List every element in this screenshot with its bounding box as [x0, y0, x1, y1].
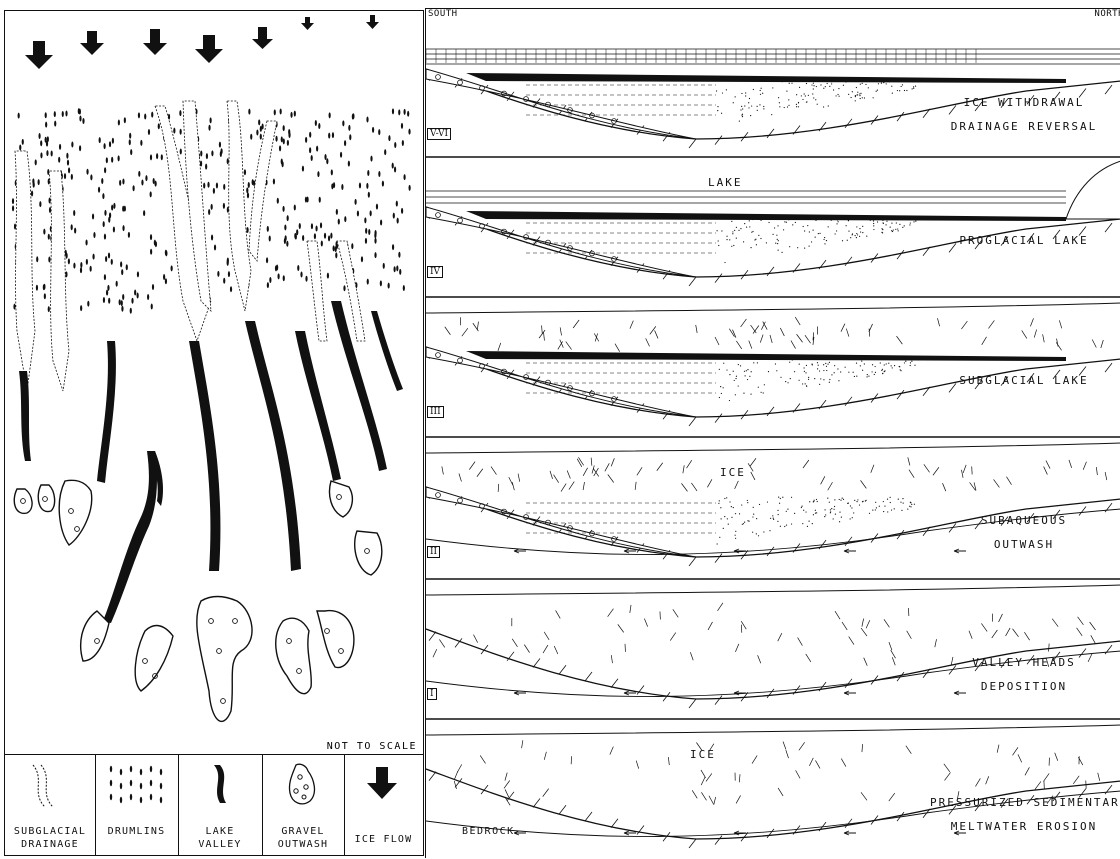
- legend-label-lake-valley: LAKEVALLEY: [178, 825, 262, 851]
- cross-section-panel: [426, 157, 1120, 286]
- ice-flow-arrow: [366, 15, 379, 29]
- panel-label-1: ICE WITHDRAWAL: [930, 96, 1118, 109]
- panel-label-2: DEPOSITION: [930, 680, 1118, 693]
- legend-item-gravel-outwash: GRAVELOUTWASH: [262, 755, 345, 855]
- panel-roman-numeral: V-VI: [427, 128, 451, 140]
- clay-layer: [466, 211, 1066, 221]
- legend-item-drumlins: DRUMLINS: [95, 755, 179, 855]
- map-panel: NOT TO SCALE SUBGLACIALDRAINAGE DRUMLINS…: [4, 10, 424, 856]
- ice-flow-arrow: [252, 27, 273, 49]
- lake-valley: [295, 331, 341, 481]
- lake-valley-icon: [178, 759, 262, 819]
- cross-section-drawing: [426, 9, 1120, 859]
- legend-label-ice-flow: ICE FLOW: [344, 833, 423, 846]
- clay-layer: [466, 351, 1066, 361]
- gravel-deposit: [426, 487, 696, 557]
- lake-valley: [97, 341, 116, 483]
- ice-flow-arrow: [143, 29, 167, 55]
- ice-flow-arrow: [80, 31, 104, 55]
- lake-valley: [103, 451, 157, 623]
- lake-valley: [245, 321, 301, 571]
- panel-label-1: PROGLACIAL LAKE: [930, 234, 1118, 247]
- not-to-scale-label: NOT TO SCALE: [327, 741, 417, 752]
- ice-flow-arrow: [301, 17, 314, 30]
- panel-label-1: PRESSURIZED SEDIMENTARY: [930, 796, 1118, 809]
- panel-inner-label: ICE: [720, 466, 746, 479]
- panel-label-1: VALLEY HEADS: [930, 656, 1118, 669]
- lake-valley: [189, 341, 220, 571]
- panel-label-2: MELTWATER EROSION: [930, 820, 1118, 833]
- lake-valley: [371, 311, 403, 391]
- panel-inner-label: ICE: [690, 748, 716, 761]
- drumlins-icon: [95, 761, 178, 811]
- bedrock-label: BEDROCK: [462, 826, 515, 837]
- cross-section-panel: [426, 297, 1120, 426]
- clay-layer: [466, 73, 1066, 83]
- subglacial-drainage-channels: [15, 101, 365, 391]
- panel-label-1: SUBAQUEOUS: [930, 514, 1118, 527]
- ice-flow-arrows: [25, 15, 379, 69]
- subglacial-drainage-icon: [5, 759, 95, 819]
- ice-flow-arrow: [195, 35, 223, 63]
- panel-label-2: DRAINAGE REVERSAL: [930, 120, 1118, 133]
- ice-flow-arrow: [25, 41, 53, 69]
- legend-item-ice-flow: ICE FLOW: [344, 755, 423, 855]
- lake-valley: [19, 371, 31, 461]
- legend-item-lake-valley: LAKEVALLEY: [178, 755, 263, 855]
- legend-item-subglacial-drainage: SUBGLACIALDRAINAGE: [5, 755, 96, 855]
- cross-sections: SOUTH NORTH: [425, 8, 1120, 858]
- sand-stipple: [719, 356, 916, 401]
- legend-label-subglacial-drainage: SUBGLACIALDRAINAGE: [5, 825, 95, 851]
- sand-stipple: [716, 78, 916, 121]
- panel-label-1: SUBGLACIAL LAKE: [930, 374, 1118, 387]
- lake-valleys: [19, 301, 403, 623]
- panel-roman-numeral: II: [427, 546, 440, 558]
- map-drawing: NOT TO SCALE: [5, 11, 422, 754]
- panel-inner-label: LAKE: [708, 176, 743, 189]
- panel-roman-numeral: IV: [427, 266, 443, 278]
- ice-flow-arrow-icon: [344, 763, 422, 813]
- gravel-outwash-fans: [14, 480, 382, 721]
- legend-label-gravel-outwash: GRAVELOUTWASH: [262, 825, 344, 851]
- panel-label-2: OUTWASH: [930, 538, 1118, 551]
- panel-roman-numeral: III: [427, 406, 444, 418]
- gravel-outwash-icon: [262, 759, 344, 819]
- legend-label-drumlins: DRUMLINS: [95, 825, 178, 838]
- panel-roman-numeral: I: [427, 688, 437, 700]
- legend: SUBGLACIALDRAINAGE DRUMLINS LAKEVALLEY G…: [5, 754, 423, 855]
